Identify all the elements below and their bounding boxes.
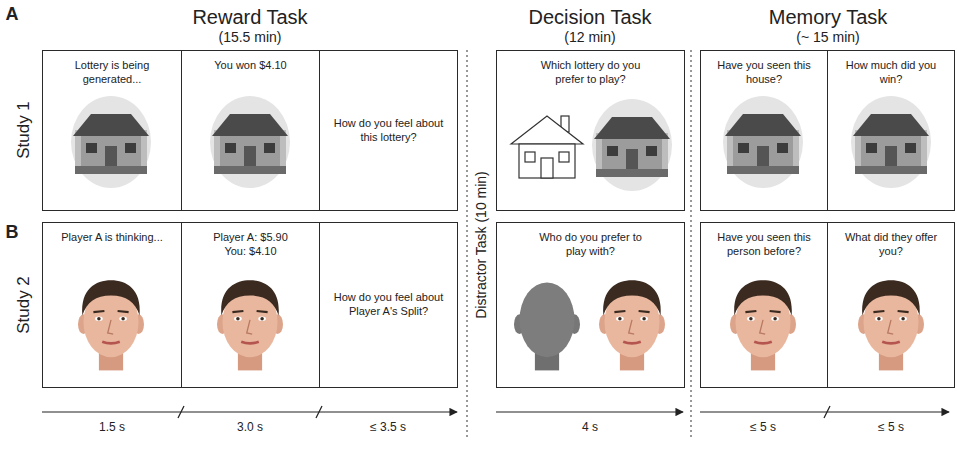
task-panel: Who do you prefer to play with? [496,222,685,388]
task-panel: What did they offer you? [827,222,955,388]
face-photo [217,280,283,370]
panel-letter: A [6,4,19,25]
face-photo [858,280,924,370]
task-panel: Have you seen this house? [700,50,828,211]
face-photo [730,280,796,370]
timeline-tick [824,406,830,418]
task-duration: (15.5 min) [218,29,281,45]
task-panel: How much did you win? [827,50,955,211]
task-panel: How do you feel about this lottery? [319,50,458,211]
panel-prompt: You won $4.10 [214,59,286,73]
time-label: 1.5 s [99,421,125,435]
house-photo [851,96,931,188]
panel-letter: B [6,222,19,243]
house-photo [592,99,672,191]
task-title: Memory Task [769,6,888,29]
separator-line [467,50,468,440]
task-panel: Which lottery do you prefer to play? [496,50,685,211]
task-duration: (12 min) [564,29,615,45]
panel-prompt: Player A: $5.90 [213,231,288,245]
panel-prompt: You: $4.10 [224,245,276,259]
timeline-tick [316,406,322,418]
task-title: Reward Task [192,6,307,29]
task-panel: Have you seen this person before? [700,222,828,388]
timeline-arrow [700,411,949,412]
task-panel: Player A: $5.90You: $4.10 [181,222,320,388]
panel-prompt: How much did you win? [841,59,941,87]
task-panel: You won $4.10 [181,50,320,211]
study-label: Study 2 [14,276,34,334]
panel-prompt: Have you seen this person before? [712,231,817,259]
time-label: 4 s [582,421,598,435]
timeline-arrow [496,411,683,412]
distractor-label: Distractor Task (10 min) [473,171,489,319]
task-panel: Lottery is being generated... [42,50,182,211]
timeline-tick [178,406,184,418]
task-title: Decision Task [528,6,651,29]
task-panel: How do you feel about Player A's Split? [319,222,458,388]
head-silhouette [514,282,580,370]
time-label: ≤ 5 s [750,421,776,435]
task-panel: Player A is thinking... [42,222,182,388]
study-label: Study 1 [14,101,34,159]
face-photo [599,280,665,370]
panel-prompt: Lottery is being generated... [62,59,162,87]
panel-prompt: Player A is thinking... [61,231,163,245]
face-photo [78,280,144,370]
time-label: ≤ 3.5 s [370,421,406,435]
task-duration: (~ 15 min) [796,29,859,45]
house-photo [723,96,803,188]
panel-prompt: Have you seen this house? [712,59,817,87]
separator-line [691,50,692,440]
time-label: 3.0 s [237,421,263,435]
house-outline [511,116,583,178]
panel-prompt: How do you feel about Player A's Split? [326,291,451,319]
panel-prompt: Who do you prefer to play with? [528,231,653,259]
house-photo [71,96,151,188]
panel-prompt: Which lottery do you prefer to play? [528,59,653,87]
house-photo [210,96,290,188]
panel-prompt: What did they offer you? [839,231,944,259]
timeline-arrow [42,411,457,412]
panel-prompt: How do you feel about this lottery? [328,117,450,145]
time-label: ≤ 5 s [878,421,904,435]
